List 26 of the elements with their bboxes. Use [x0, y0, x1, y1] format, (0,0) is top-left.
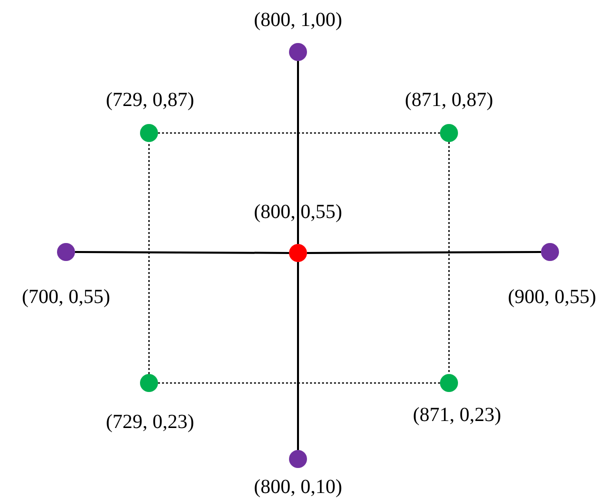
coordinate-label: (800, 1,00) — [254, 9, 342, 31]
coordinate-label: (729, 0,87) — [106, 89, 194, 111]
coordinate-label: (700, 0,55) — [22, 286, 110, 308]
coordinate-label: (871, 0,23) — [412, 404, 502, 426]
dotted-line — [148, 142, 150, 374]
dotted-line — [448, 142, 450, 374]
coordinate-label: (900, 0,55) — [508, 286, 596, 308]
line — [307, 251, 541, 254]
coordinate-label: (871, 0,87) — [404, 89, 494, 111]
coordinate-label: (800, 0,10) — [254, 476, 342, 498]
coordinate-label: (800, 0,55) — [254, 201, 342, 223]
data-point — [541, 243, 559, 261]
data-point — [289, 43, 307, 61]
line — [75, 251, 289, 254]
line — [297, 262, 299, 450]
dotted-line — [158, 132, 440, 134]
data-point — [289, 450, 307, 468]
data-point — [140, 374, 158, 392]
data-point — [57, 243, 75, 261]
data-point — [440, 374, 458, 392]
data-point — [440, 124, 458, 142]
line — [297, 61, 299, 244]
data-point — [140, 124, 158, 142]
dotted-line — [158, 382, 440, 384]
coordinate-label: (729, 0,23) — [106, 411, 194, 433]
data-point — [289, 244, 307, 262]
